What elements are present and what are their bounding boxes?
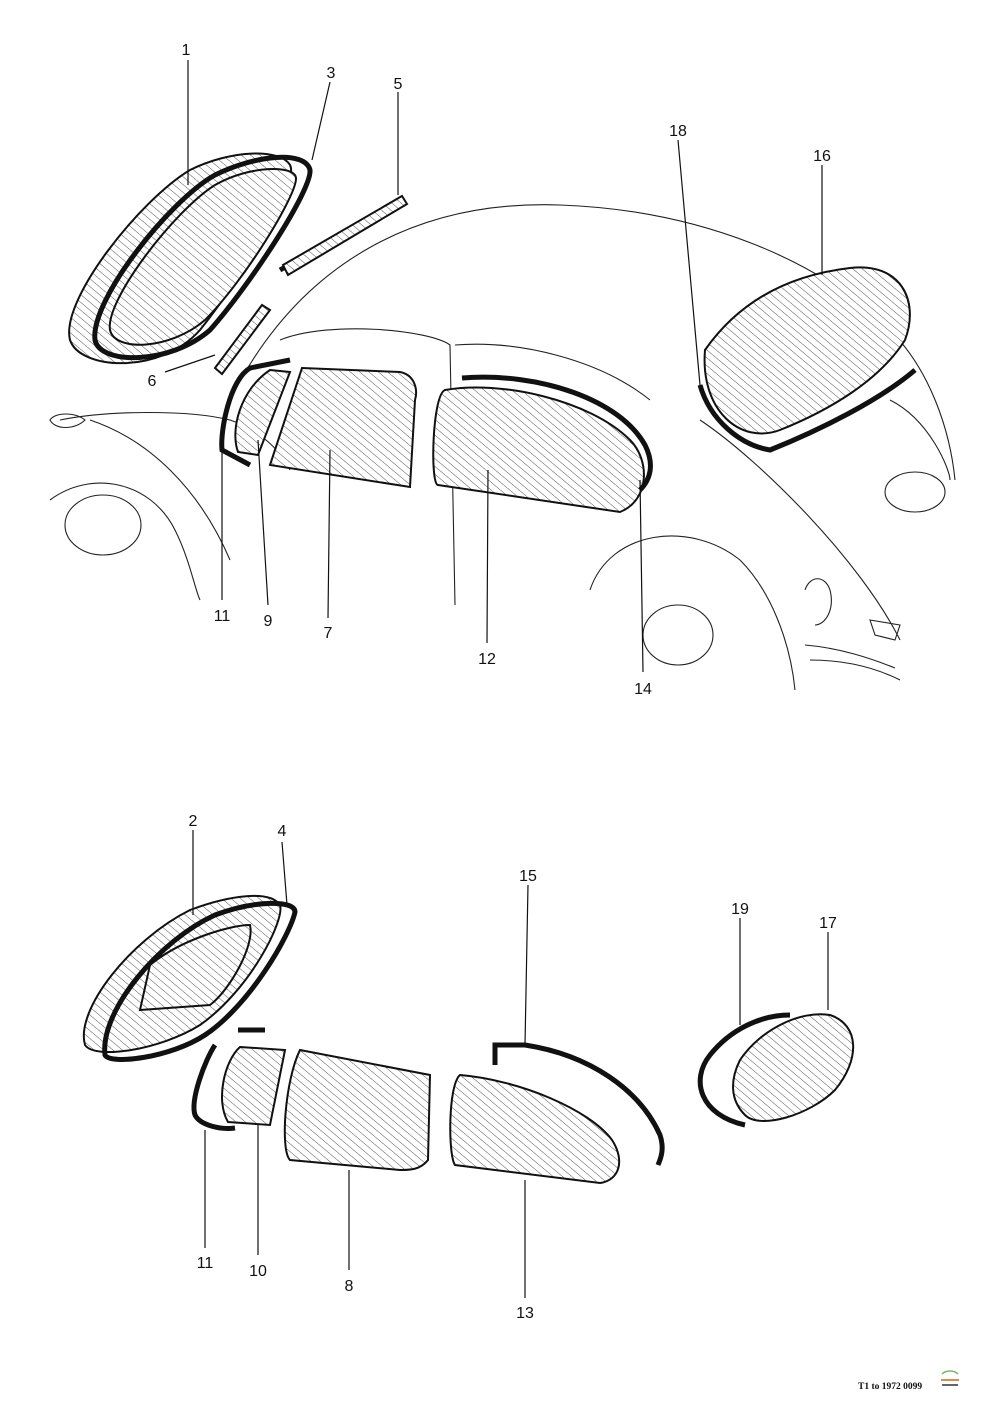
vent-glass-10	[221, 1045, 287, 1127]
callout-13: 13	[516, 1305, 534, 1322]
callout-17: 17	[819, 915, 837, 932]
callout-16: 16	[813, 148, 831, 165]
leader-lines	[164, 60, 829, 1298]
callout-5: 5	[394, 76, 403, 93]
top-callouts: 1 3 5 6 18 16 11 9 7 12 14	[148, 42, 831, 698]
callout-15: 15	[519, 868, 537, 885]
windshield-seal-4	[102, 900, 298, 1062]
trim-strip-6	[213, 303, 272, 376]
callout-18: 18	[669, 123, 687, 140]
trim-strip-5	[278, 194, 409, 277]
rear-window-16	[697, 266, 917, 453]
vent-window-9	[219, 357, 292, 468]
callout-11: 11	[214, 608, 231, 625]
callout-3: 3	[327, 65, 336, 82]
rear-side-glass-13	[449, 1073, 621, 1185]
callout-9: 9	[264, 613, 273, 630]
callout-6: 6	[148, 373, 157, 390]
rear-window-glass-17	[732, 1013, 855, 1122]
callout-12: 12	[478, 651, 496, 668]
callout-2: 2	[189, 813, 198, 830]
callout-11-bottom: 11	[197, 1255, 214, 1272]
vent-seal-11	[191, 1027, 265, 1131]
callout-7: 7	[324, 625, 333, 642]
callout-1: 1	[182, 42, 191, 59]
door-glass-8	[283, 1048, 432, 1172]
callout-8: 8	[345, 1278, 354, 1295]
car-body-outline	[49, 204, 956, 691]
footer-caption: T1 to 1972 0099	[858, 1382, 923, 1392]
callout-4: 4	[278, 823, 287, 840]
rear-side-window-12	[432, 374, 653, 514]
windshield-seal-3	[92, 154, 313, 361]
callout-10: 10	[249, 1263, 267, 1280]
callout-19: 19	[731, 901, 749, 918]
thesamba-logo-icon	[941, 1370, 959, 1386]
rear-window-seal-19	[697, 1012, 791, 1128]
bottom-callouts: 2 4 15 19 17 11 10 8 13	[189, 813, 837, 1322]
door-window-7	[268, 366, 418, 489]
rear-side-seal-15	[492, 1042, 665, 1166]
callout-14: 14	[634, 681, 652, 698]
